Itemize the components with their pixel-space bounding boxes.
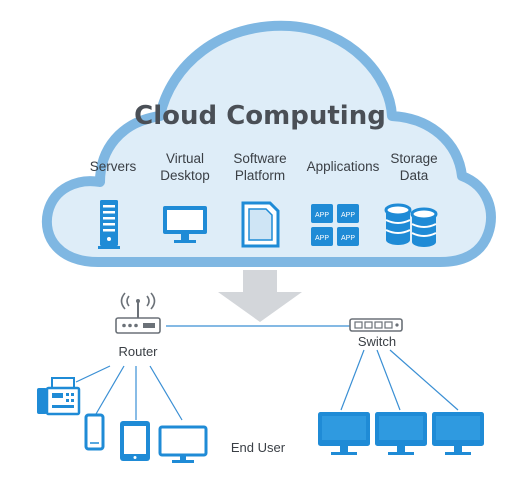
app-badge-2: APP <box>341 212 355 219</box>
desktop-monitor-icon <box>158 425 208 463</box>
end-user-monitor-icon-2 <box>375 412 427 455</box>
router-device-links <box>75 365 183 421</box>
app-grid-icon: APP APP APP APP <box>311 204 359 246</box>
document-icon <box>241 201 280 248</box>
end-user-monitor-icon-3 <box>432 412 484 455</box>
switch-label: Switch <box>358 334 396 349</box>
applications-label: Applications <box>307 159 380 174</box>
storage-data-label-line1: Storage <box>390 151 437 166</box>
fax-machine-icon <box>37 377 81 416</box>
switch-icon <box>349 318 403 332</box>
server-icon <box>98 200 120 249</box>
tablet-icon <box>120 421 150 461</box>
software-platform-label-line1: Software <box>233 151 286 166</box>
database-icon <box>384 203 438 247</box>
servers-label: Servers <box>90 159 137 174</box>
software-platform-label-line2: Platform <box>235 168 285 183</box>
storage-data-label-line2: Data <box>400 168 429 183</box>
router-label: Router <box>118 344 158 359</box>
cloud-shape <box>41 20 496 267</box>
app-badge-1: APP <box>315 212 329 219</box>
end-user-label: End User <box>231 440 286 455</box>
end-user-monitor-icon-1 <box>318 412 370 455</box>
virtual-desktop-label-line2: Desktop <box>160 168 210 183</box>
app-badge-4: APP <box>341 235 355 242</box>
virtual-desktop-label-line1: Virtual <box>166 151 204 166</box>
cloud-title: Cloud Computing <box>134 101 386 131</box>
phone-icon <box>84 413 105 451</box>
down-arrow-icon <box>218 270 302 322</box>
app-badge-3: APP <box>315 235 329 242</box>
monitor-icon <box>163 206 207 243</box>
router-icon <box>115 292 161 334</box>
switch-monitor-links <box>340 349 459 411</box>
